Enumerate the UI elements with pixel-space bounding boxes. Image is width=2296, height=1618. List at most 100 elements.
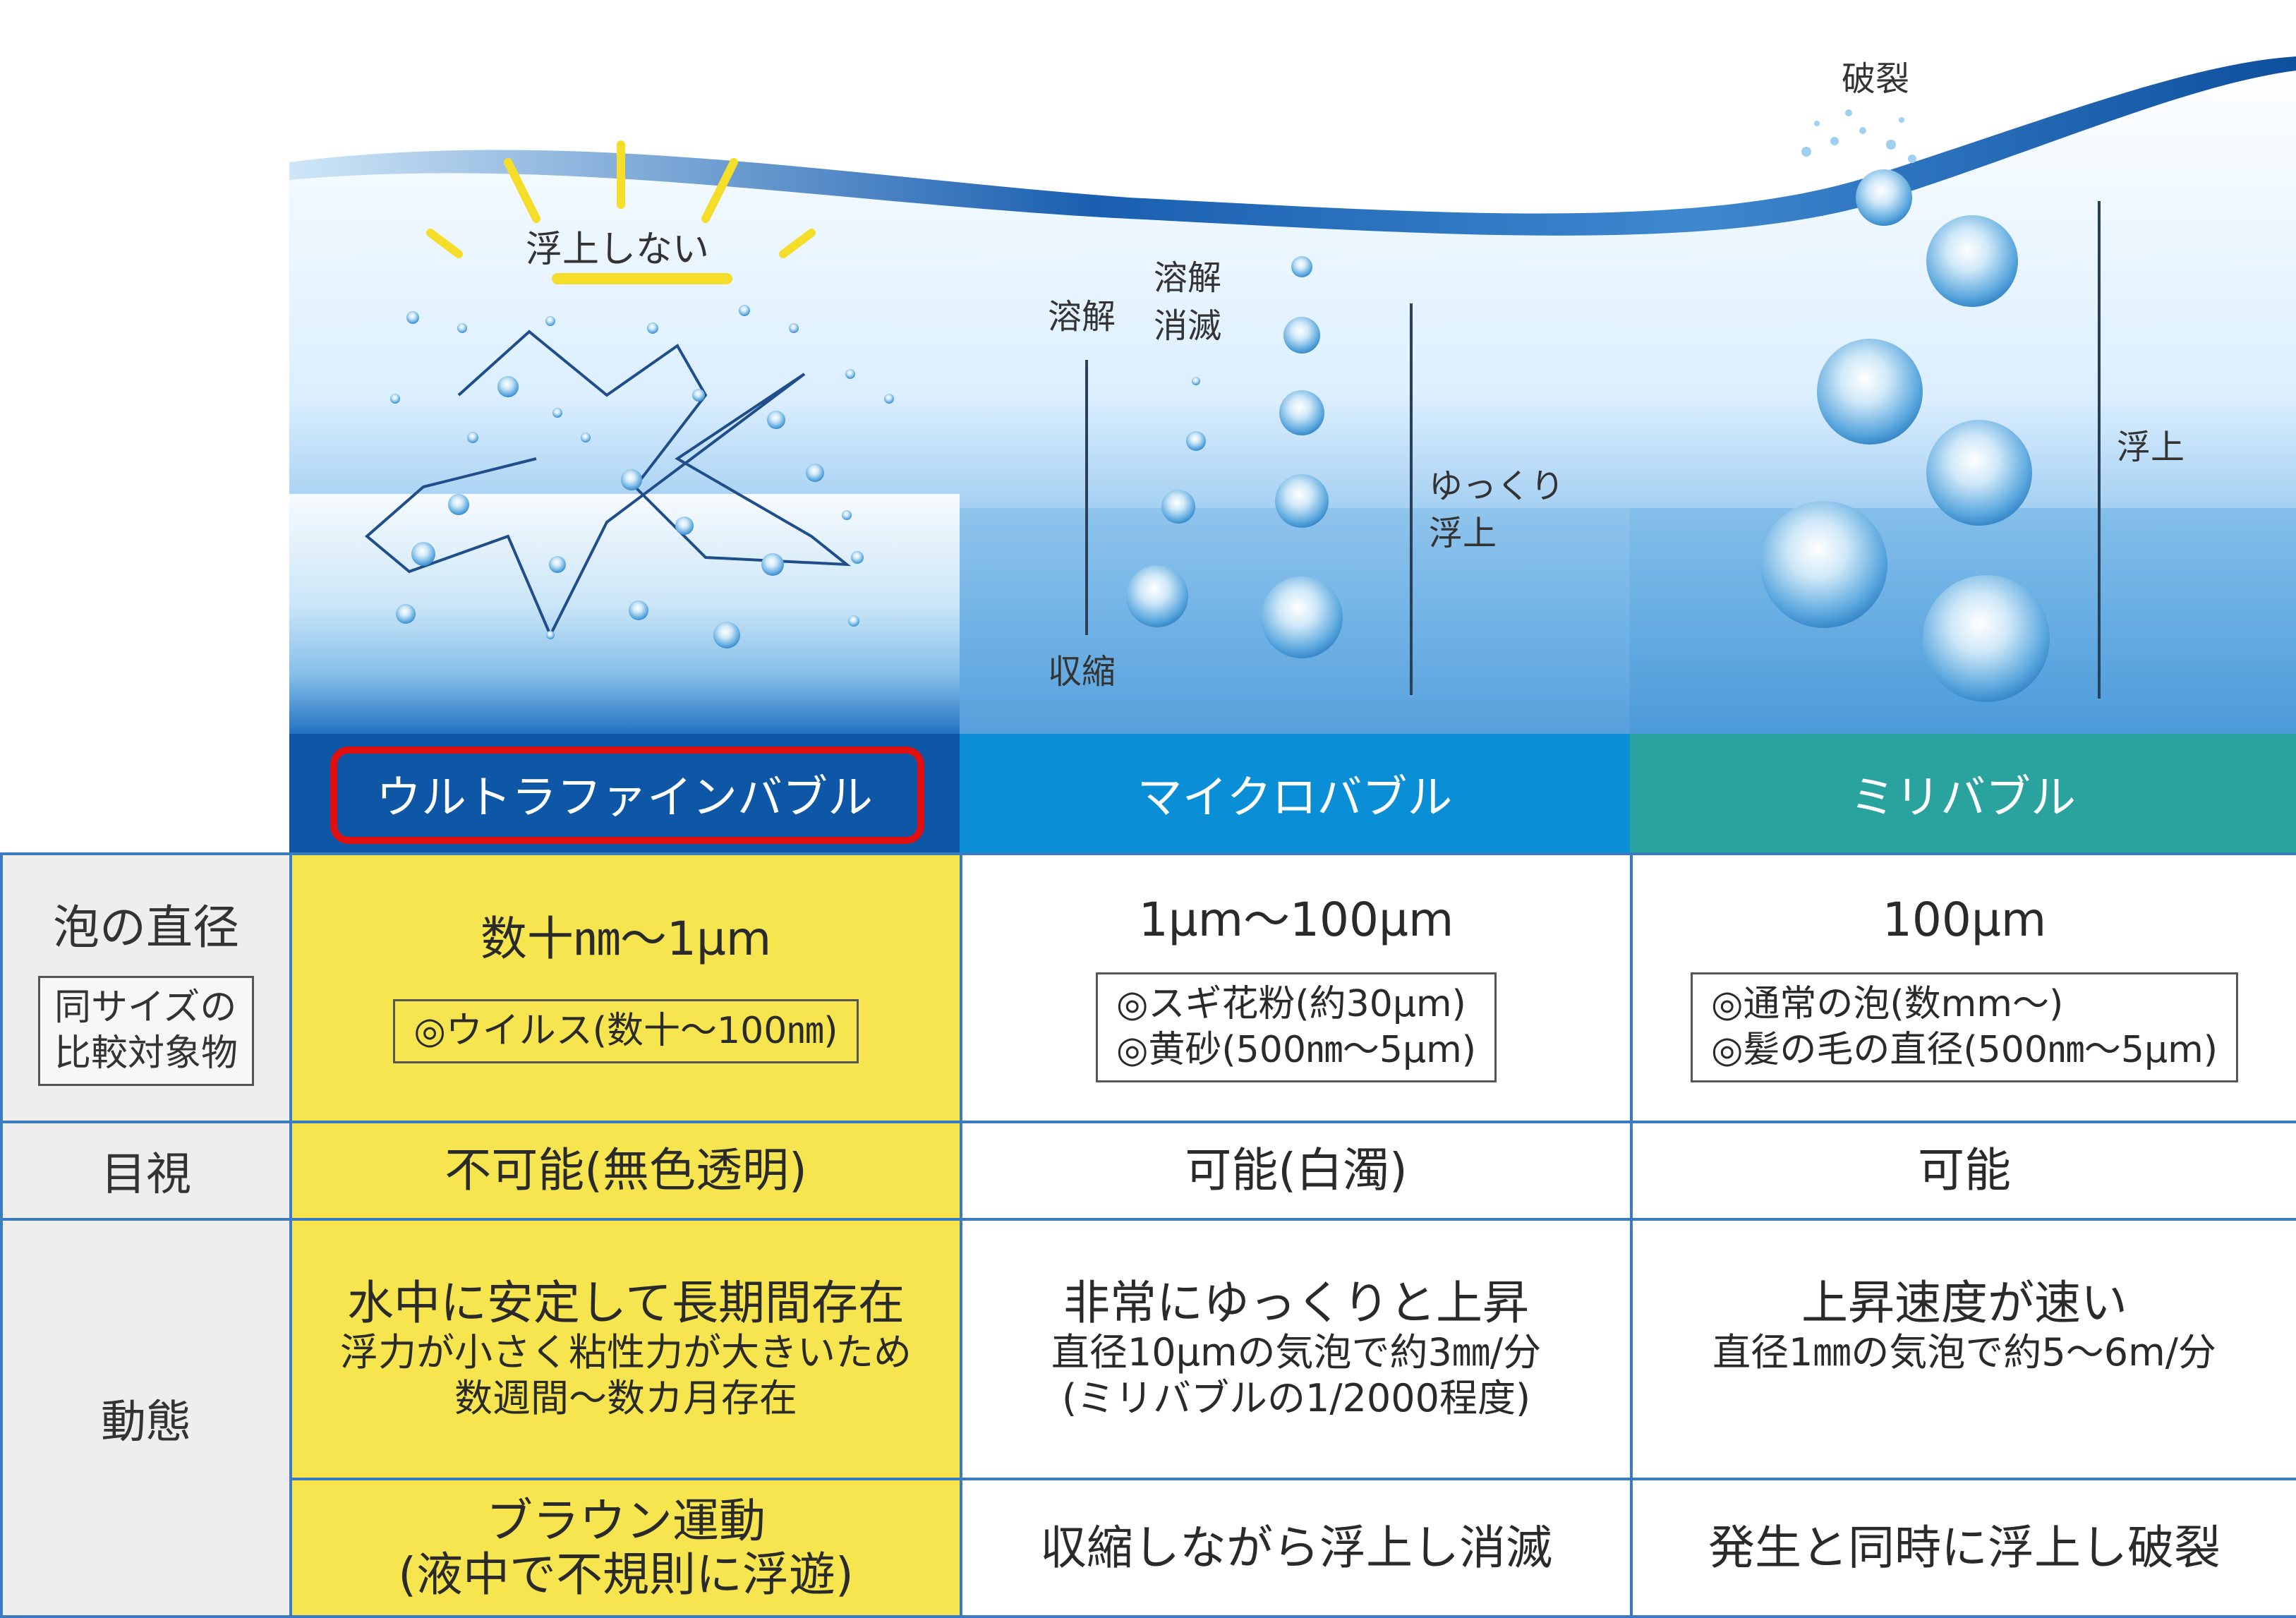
ultra-fine-bubble (845, 369, 855, 379)
ultra-fine-bubble (848, 615, 859, 627)
micro-bubble (1261, 576, 1343, 658)
ultra-water-column (289, 494, 960, 734)
table-row-visibility: 目視 不可能(無色透明) 可能(白濁) 可能 (0, 1121, 2296, 1221)
ultra-behavior-sub-1: 浮力が小さく粘性力が大きいため (340, 1330, 912, 1375)
micro-bubble (1279, 390, 1324, 435)
header-milli-label: ミリバブル (1850, 772, 2076, 824)
ultra-fine-bubble (549, 556, 566, 573)
ultra-fine-bubble (621, 469, 642, 490)
milli-behavior-sub-1: 直径1㎜の気泡で約5～6m/分 (1712, 1330, 2216, 1375)
milli-behavior-main: 上昇速度が速い (1801, 1276, 2127, 1331)
visibility-label: 目視 (0, 1121, 292, 1221)
ultra-fine-bubble (647, 322, 658, 334)
dissolve-vanish-label-2: 消滅 (1154, 306, 1222, 346)
burst-label: 破裂 (1842, 59, 1910, 99)
header-ultra-label: ウルトラファインバブル (376, 772, 873, 824)
header-ultra-fine-bubble: ウルトラファインバブル (289, 734, 960, 854)
milli-visibility: 可能 (1630, 1121, 2296, 1221)
ultra-fine-bubble (390, 394, 400, 404)
milli-bubbles (1760, 169, 2050, 702)
milli-bubble (1817, 339, 1923, 445)
comparison-table: 泡の直径 同サイズの 比較対象物 数十㎚～1µm ◎ウイルス(数十～100㎚) … (0, 852, 2296, 1618)
guide-lines (1085, 201, 2101, 699)
ultra-fine-bubble (629, 600, 648, 620)
micro-bubbles (1126, 256, 1343, 658)
behavior-label: 動態 (0, 1218, 292, 1618)
milli-compare-1: ◎通常の泡(数mm～) (1710, 982, 2064, 1025)
ultra-fine-bubble (675, 517, 694, 535)
ultra-fine-bubble (406, 311, 419, 324)
milli-behavior-cell: 上昇速度が速い 直径1㎜の気泡で約5～6m/分 . (1630, 1218, 2296, 1480)
micro-bubble (1275, 474, 1329, 528)
ultra-fine-bubble (411, 542, 435, 566)
ultra-fine-bubble (581, 433, 591, 442)
micro-bubble (1161, 490, 1195, 524)
ultra-fine-bubble (546, 631, 555, 639)
ultra-fine-bubble (545, 316, 555, 326)
micro-visibility: 可能(白濁) (960, 1121, 1633, 1221)
ultra-behavior-sub-2: 数週間～数カ月存在 (454, 1375, 797, 1420)
ultra-motion-1: ブラウン運動 (486, 1493, 766, 1548)
milli-diameter-value: 100µm (1882, 893, 2047, 948)
shrink-label: 収縮 (1048, 652, 1116, 692)
ultra-motion-2: (液中で不規則に浮遊) (398, 1547, 854, 1602)
ultra-motion-cell: ブラウン運動 (液中で不規則に浮遊) (289, 1478, 962, 1618)
ultra-diameter-cell: 数十㎚～1µm ◎ウイルス(数十～100㎚) (289, 852, 962, 1123)
ultra-fine-bubble (806, 464, 824, 482)
compare-label-line-1: 同サイズの (54, 986, 237, 1029)
micro-compare-1: ◎スギ花粉(約30µm) (1116, 982, 1466, 1025)
milli-compare-box: ◎通常の泡(数mm～) ◎髪の毛の直径(500㎚～5µm) (1690, 972, 2239, 1082)
table-row-behavior-2: ブラウン運動 (液中で不規則に浮遊) 収縮しながら浮上し消滅 発生と同時に浮上し… (1, 1478, 2296, 1618)
ultra-visibility: 不可能(無色透明) (289, 1121, 962, 1221)
micro-bubble (1192, 377, 1200, 385)
ultra-fine-bubble (739, 305, 750, 316)
diameter-label: 泡の直径 (53, 900, 239, 955)
micro-behavior-cell: 非常にゆっくりと上昇 直径10µmの気泡で約3㎜/分 (ミリバブルの1/2000… (960, 1218, 1633, 1480)
dissolve-label: 溶解 (1048, 297, 1116, 337)
ultra-fine-bubble (448, 494, 469, 515)
slow-rise-label-2: 浮上 (1429, 514, 1497, 553)
ultra-fine-bubble (789, 323, 799, 333)
header-micro-label: マイクロバブル (1137, 772, 1453, 824)
micro-bubble (1291, 256, 1312, 277)
milli-bubble (1760, 501, 1887, 628)
ultra-fine-bubble (851, 551, 864, 564)
micro-diameter-cell: 1µm～100µm ◎スギ花粉(約30µm) ◎黄砂(500㎚～5µm) (960, 852, 1633, 1123)
header-ultra-highlight-frame (330, 747, 924, 844)
dissolve-vanish-label-1: 溶解 (1154, 258, 1222, 298)
ultra-fine-bubble (497, 376, 519, 397)
header-micro-bubble: マイクロバブル (960, 734, 1630, 854)
micro-behavior-sub-1: 直径10µmの気泡で約3㎜/分 (1051, 1330, 1542, 1375)
header-milli-bubble: ミリバブル (1630, 734, 2296, 854)
wave-surface (289, 56, 2296, 236)
micro-behavior-sub-2: (ミリバブルの1/2000程度) (1061, 1375, 1531, 1420)
burst-splash-icon (1801, 109, 1916, 163)
milli-motion: 発生と同時に浮上し破裂 (1630, 1478, 2296, 1618)
no-rise-label: 浮上しない (526, 229, 710, 271)
milli-bubble (1923, 575, 2050, 702)
micro-motion: 収縮しながら浮上し消滅 (960, 1478, 1633, 1618)
ultra-behavior-cell: 水中に安定して長期間存在 浮力が小さく粘性力が大きいため 数週間～数カ月存在 (289, 1218, 962, 1480)
ultra-fine-bubble (761, 553, 784, 576)
ultra-fine-bubbles (390, 305, 894, 648)
ultra-fine-bubble (692, 389, 705, 402)
rise-label: 浮上 (2117, 428, 2185, 467)
micro-diameter-value: 1µm～100µm (1138, 893, 1454, 948)
ultra-behavior-main: 水中に安定して長期間存在 (346, 1276, 905, 1331)
ultra-fine-bubble (842, 510, 852, 520)
micro-behavior-main: 非常にゆっくりと上昇 (1063, 1276, 1529, 1331)
micro-bubble (1186, 431, 1206, 451)
milli-bubble (1856, 169, 1912, 226)
compare-label-line-2: 比較対象物 (54, 1032, 238, 1075)
ultra-fine-bubble (457, 323, 467, 333)
table-row-behavior-1: 動態 水中に安定して長期間存在 浮力が小さく粘性力が大きいため 数週間～数カ月存… (0, 1218, 2296, 1618)
milli-bubble (1926, 215, 2018, 307)
micro-bubble (1283, 317, 1320, 354)
micro-bubble (1126, 565, 1188, 627)
micro-compare-box: ◎スギ花粉(約30µm) ◎黄砂(500㎚～5µm) (1095, 972, 1497, 1082)
brownian-path (364, 330, 852, 639)
ultra-diameter-value: 数十㎚～1µm (480, 911, 772, 966)
milli-compare-2: ◎髪の毛の直径(500㎚～5µm) (1710, 1028, 2218, 1071)
ultra-fine-bubble (713, 622, 740, 648)
milli-diameter-cell: 100µm ◎通常の泡(数mm～) ◎髪の毛の直径(500㎚～5µm) (1630, 852, 2296, 1123)
